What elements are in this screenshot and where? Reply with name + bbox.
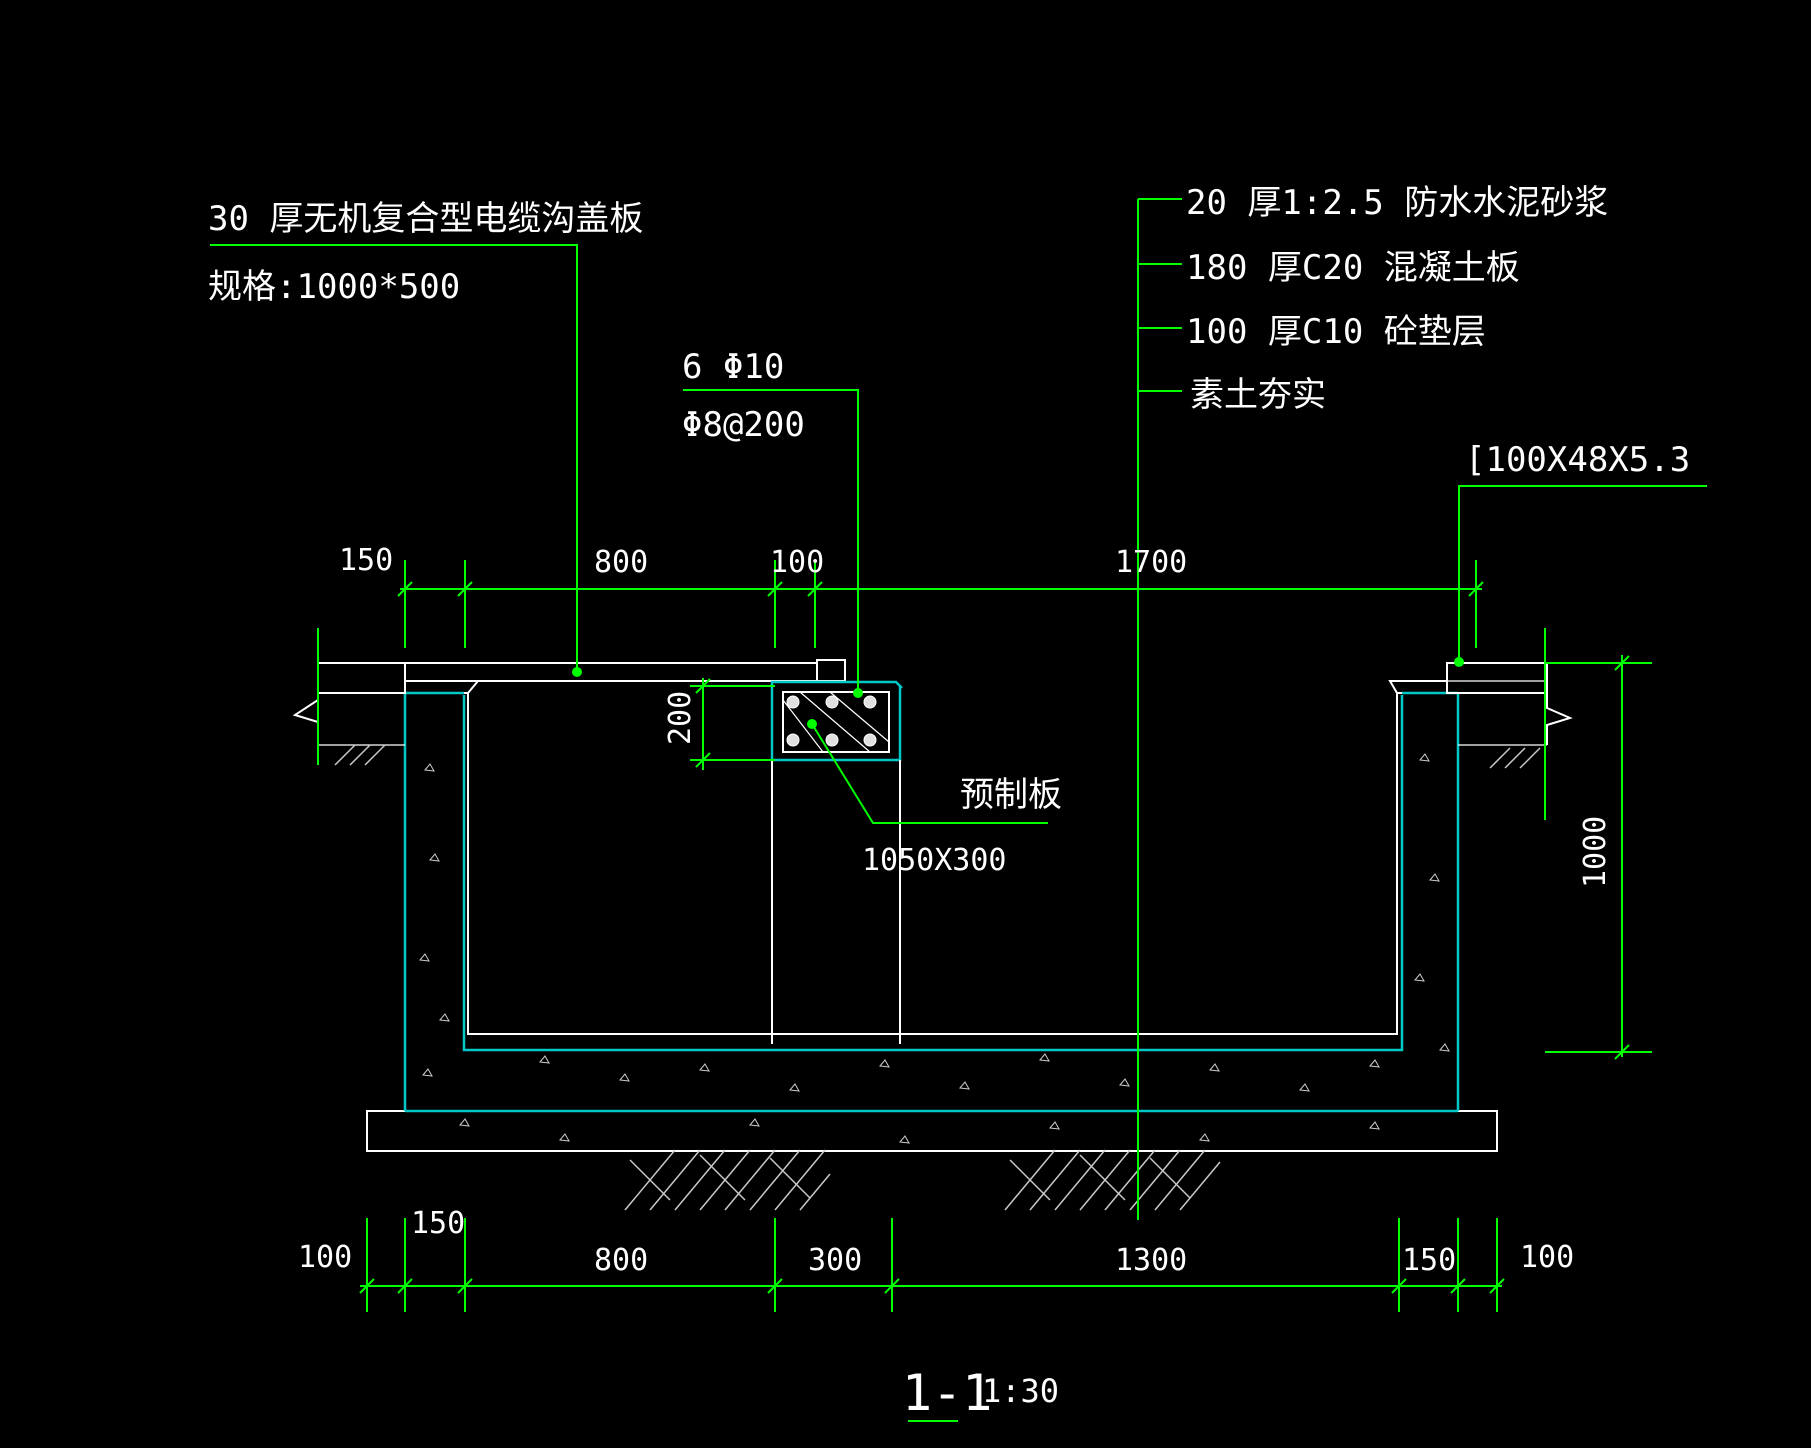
left-break-line	[292, 693, 319, 745]
steel-section-leader	[1458, 485, 1707, 662]
layer-label-3: 100 厚C10 砼垫层	[1186, 312, 1486, 352]
leader-lines	[210, 198, 1707, 1220]
beam-stirrup	[782, 691, 890, 753]
waterproof-lining	[403, 691, 1460, 1113]
leader-dot	[572, 667, 582, 677]
beam-height-dimension	[690, 678, 775, 770]
dim-text: 1300	[1115, 1243, 1187, 1278]
dim-text: 1700	[1115, 545, 1187, 580]
dim-text: 100	[1520, 1240, 1574, 1275]
annotation-texts: 30 厚无机复合型电缆沟盖板 规格:1000*500 6 Φ10 Φ8@200 …	[208, 183, 1690, 878]
right-ground-surface	[1446, 662, 1548, 694]
cover-plate-leader	[210, 244, 578, 672]
dim-text: 150	[411, 1206, 465, 1241]
precast-slab-leader	[811, 723, 1048, 824]
layer-label-1: 20 厚1:2.5 防水水泥砂浆	[1186, 183, 1608, 223]
left-ground-surface	[317, 662, 406, 694]
cover-plate-label: 30 厚无机复合型电缆沟盖板	[208, 199, 643, 239]
rebar-dot	[786, 733, 800, 747]
layer-label-2: 180 厚C20 混凝土板	[1186, 248, 1520, 288]
precast-slab-size: 1050X300	[862, 843, 1007, 878]
cover-plate	[405, 659, 846, 682]
ground-surface	[292, 662, 1573, 769]
rebar-bars	[786, 695, 877, 747]
steel-section-label: [100X48X5.3	[1465, 440, 1690, 480]
base-cushion-layer	[366, 1110, 1498, 1152]
rebar-main-label: 6 Φ10	[682, 347, 784, 387]
depth-text: 1000	[1578, 816, 1613, 888]
dim-text: 100	[298, 1240, 352, 1275]
dim-text: 100	[770, 545, 824, 580]
cover-plate-spec: 规格:1000*500	[208, 267, 460, 307]
leader-dot	[807, 719, 817, 729]
layer-label-4: 素土夯实	[1190, 375, 1326, 415]
bottom-dimension-chain	[359, 1218, 1505, 1312]
section-title: 1-1	[902, 1364, 992, 1422]
rebar-dot	[786, 695, 800, 709]
dim-text: 300	[808, 1243, 862, 1278]
leader-dot	[1454, 657, 1464, 667]
lining-inner	[462, 695, 1404, 1052]
dim-text: 800	[594, 1243, 648, 1278]
cover-plate-bearing	[816, 659, 846, 682]
channel-body	[366, 680, 1498, 1152]
rebar-dot	[863, 695, 877, 709]
right-break-line	[1546, 693, 1573, 745]
cover-plate-outline	[405, 662, 818, 682]
rebar-dot	[825, 733, 839, 747]
beam-hatch	[782, 691, 890, 753]
section-scale: 1:30	[982, 1372, 1059, 1410]
bottom-dimension-texts: 100 150 800 300 1300 150 100	[298, 1206, 1574, 1278]
precast-slab-label: 预制板	[960, 775, 1062, 815]
top-dimension-chain	[397, 560, 1484, 648]
top-dimension-texts: 150 800 100 1700	[339, 543, 1187, 580]
rebar-stirrup-label: Φ8@200	[682, 405, 805, 445]
rebar-dot	[863, 733, 877, 747]
beam-height-text: 200	[663, 691, 698, 745]
dim-text: 150	[1402, 1243, 1456, 1278]
beam-cyan-outline	[770, 686, 902, 762]
dim-text: 150	[339, 543, 393, 578]
left-wall-top	[405, 680, 479, 694]
depth-dimension	[1544, 628, 1652, 1060]
channel-inner-cavity	[467, 693, 1398, 1035]
dim-text: 800	[594, 545, 648, 580]
concrete-texture	[419, 753, 1450, 1144]
soil-hatch	[624, 1149, 1221, 1211]
leader-dot	[853, 688, 863, 698]
rebar-dot	[825, 695, 839, 709]
precast-beam	[770, 680, 903, 1044]
rebar-leader	[683, 389, 859, 693]
right-wall-chamfer	[1388, 680, 1447, 694]
